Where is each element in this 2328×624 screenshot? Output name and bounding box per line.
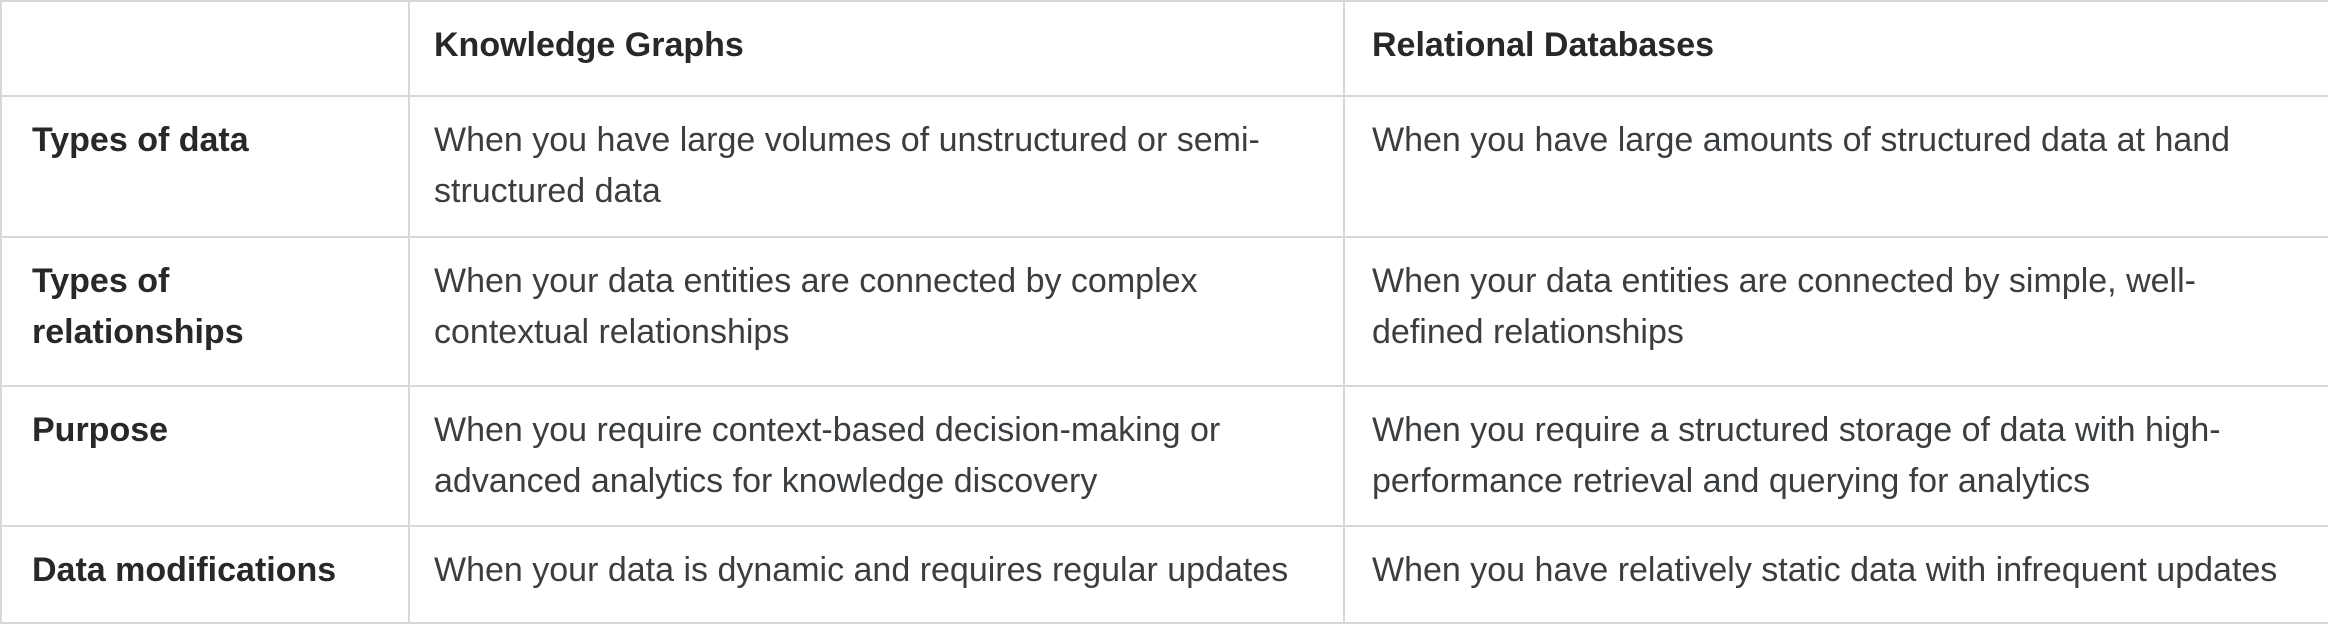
table-row: Data modifications When your data is dyn… [0,525,2328,624]
rdb-cell: When you have relatively static data wit… [1343,525,2328,624]
row-label: Types of relationships [0,236,410,387]
table-row: Types of data When you have large volume… [0,95,2328,238]
header-knowledge-graphs: Knowledge Graphs [408,0,1345,97]
table-row: Types of relationships When your data en… [0,236,2328,387]
table-row: Purpose When you require context-based d… [0,385,2328,527]
kg-cell: When you require context-based decision-… [408,385,1345,527]
header-row: Knowledge Graphs Relational Databases [0,0,2328,97]
header-corner-cell [0,0,410,97]
kg-cell: When your data entities are connected by… [408,236,1345,387]
rdb-cell: When you have large amounts of structure… [1343,95,2328,238]
kg-cell: When you have large volumes of unstructu… [408,95,1345,238]
row-label: Data modifications [0,525,410,624]
row-label: Purpose [0,385,410,527]
rdb-cell: When your data entities are connected by… [1343,236,2328,387]
kg-cell: When your data is dynamic and requires r… [408,525,1345,624]
row-label: Types of data [0,95,410,238]
rdb-cell: When you require a structured storage of… [1343,385,2328,527]
header-relational-databases: Relational Databases [1343,0,2328,97]
